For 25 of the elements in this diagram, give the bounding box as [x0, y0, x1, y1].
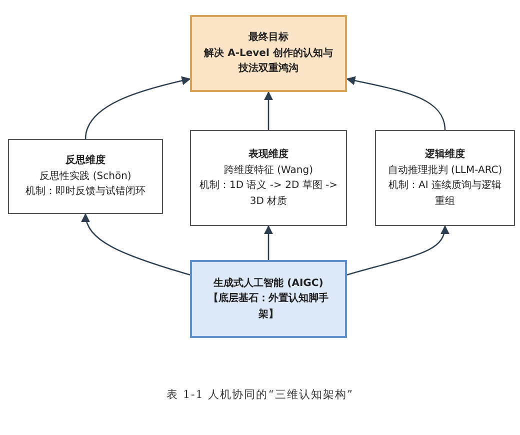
- goal-box: [190, 15, 347, 92]
- node-heading: 表现维度: [248, 147, 288, 162]
- node-text: 自动推理批判 (LLM-ARC): [388, 164, 502, 178]
- arrow: [264, 225, 274, 260]
- arrow: [84, 76, 191, 140]
- dimension-box: [190, 130, 347, 226]
- node-text: 跨维度特征 (Wang): [224, 164, 314, 178]
- dimension-box: [375, 130, 515, 226]
- foundation-box: [190, 260, 347, 338]
- figure-caption: 表 1-1 人机协同的“三维认知架构”: [166, 387, 354, 402]
- node-heading: 生成式人工智能 (AIGC): [214, 276, 324, 291]
- node-heading: 逻辑维度: [425, 147, 465, 162]
- node-text: 机制：AI 连续质询与逻辑重组: [388, 178, 502, 208]
- node-heading: 最终目标: [248, 30, 288, 46]
- node-text: 机制：即时反馈与试错闭环: [26, 184, 146, 200]
- node-heading: 反思维度: [66, 153, 106, 168]
- arrow: [82, 213, 190, 276]
- node-text: 解决 A-Level 创作的认知与技法双重鸿沟: [202, 46, 334, 76]
- node-text: 反思性实践 (Schön): [40, 170, 132, 184]
- arrow: [346, 225, 449, 276]
- node-text: 【底层基石：外置认知脚手架】: [208, 291, 330, 322]
- arrow: [346, 76, 446, 130]
- arrow: [264, 91, 274, 130]
- dimension-box: [8, 139, 163, 214]
- node-text: 机制：1D 语义 -> 2D 草图 -> 3D 材质: [199, 178, 338, 208]
